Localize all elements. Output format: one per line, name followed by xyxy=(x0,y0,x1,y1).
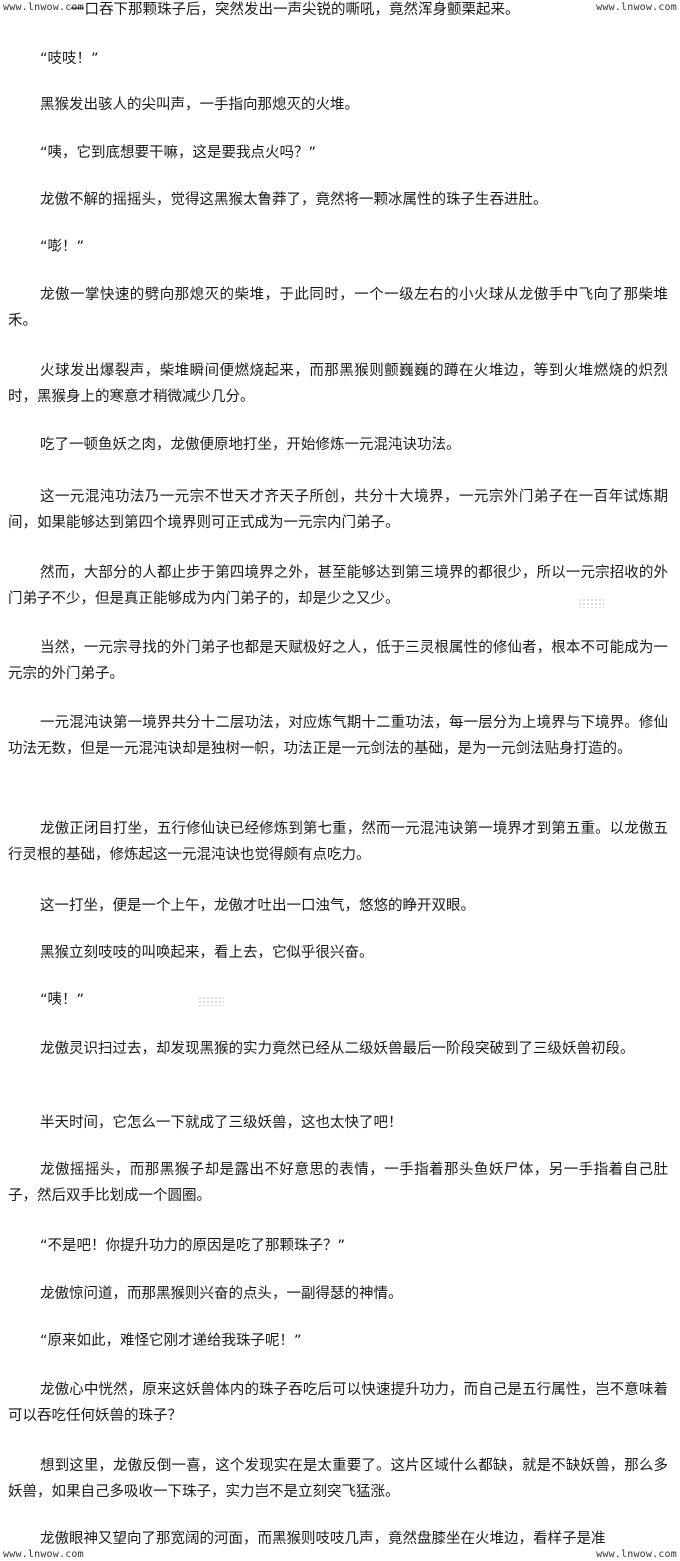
paragraph: 然而，大部分的人都止步于第四境界之外，甚至能够达到第三境界的都很少，所以一元宗招… xyxy=(8,565,668,607)
watermark-top-left: www.lnwow.com xyxy=(3,2,84,13)
paragraph: 龙傲心中恍然，原来这妖兽体内的珠子吞吃后可以快速提升功力，而自己是五行属性，岂不… xyxy=(8,1382,668,1424)
scan-speckle xyxy=(198,996,224,1006)
paragraph: “不是吧！你提升功力的原因是吃了那颗珠子？” xyxy=(40,1238,346,1254)
scan-speckle xyxy=(284,945,310,955)
paragraph: 龙傲一掌快速的劈向那熄灭的柴堆，于此同时，一个一级左右的小火球从龙傲手中飞向了那… xyxy=(8,287,668,329)
paragraph: 一元混沌诀第一境界共分十二层功法，对应炼气期十二重功法，每一层分为上境界与下境界… xyxy=(8,715,668,757)
paragraph: 当然，一元宗寻找的外门弟子也都是天赋极好之人，低于三灵根属性的修仙者，根本不可能… xyxy=(8,640,668,682)
paragraph: 这一打坐，便是一个上午，龙傲才吐出一口浊气，悠悠的睁开双眼。 xyxy=(40,898,475,914)
paragraph: 龙傲摇摇头，而那黑猴子却是露出不好意思的表情，一手指着那头鱼妖尸体，另一手指着自… xyxy=(8,1162,668,1204)
paragraph: 一口吞下那颗珠子后，突然发出一声尖锐的嘶吼，竟然浑身颤栗起来。 xyxy=(70,2,520,18)
paragraph: 吃了一顿鱼妖之肉，龙傲便原地打坐，开始修炼一元混沌诀功法。 xyxy=(40,437,461,453)
paragraph: 半天时间，它怎么一下就成了三级妖兽，这也太快了吧！ xyxy=(40,1115,403,1131)
paragraph: 龙傲不解的摇摇头，觉得这黑猴太鲁莽了，竟然将一颗冰属性的珠子生吞进肚。 xyxy=(40,192,548,208)
scan-speckle xyxy=(578,598,604,608)
paragraph: “原来如此，难怪它刚才递给我珠子呢！” xyxy=(40,1333,302,1349)
watermark-top-right: www.lnwow.com xyxy=(596,2,677,13)
paragraph: 黑猴立刻吱吱的叫唤起来，看上去，它似乎很兴奋。 xyxy=(40,945,374,961)
paragraph: “嘭！” xyxy=(40,239,85,255)
paragraph: “吱吱！” xyxy=(40,51,99,67)
watermark-bottom-right: www.lnwow.com xyxy=(596,1549,677,1560)
paragraph: “咦，它到底想要干嘛，这是要我点火吗？” xyxy=(40,145,317,161)
watermark-bottom-left: www.lnwow.com xyxy=(3,1549,84,1560)
paragraph: 龙傲正闭目打坐，五行修仙诀已经修炼到第七重，然而一元混沌诀第一境界才到第五重。以… xyxy=(8,821,668,863)
paragraph: 黑猴发出骇人的尖叫声，一手指向那熄灭的火堆。 xyxy=(40,97,359,113)
paragraph: 龙傲惊问道，而那黑猴则兴奋的点头，一副得瑟的神情。 xyxy=(40,1286,403,1302)
paragraph: 龙傲眼神又望向了那宽阔的河面，而黑猴则吱吱几声，竟然盘膝坐在火堆边，看样子是准 xyxy=(40,1531,606,1547)
paragraph: 这一元混沌功法乃一元宗不世天才齐天子所创，共分十大境界，一元宗外门弟子在一百年试… xyxy=(8,489,668,531)
paragraph: “咦！” xyxy=(40,992,85,1008)
paragraph: 龙傲灵识扫过去，却发现黑猴的实力竟然已经从二级妖兽最后一阶段突破到了三级妖兽初段… xyxy=(40,1041,635,1057)
paragraph: 想到这里，龙傲反倒一喜，这个发现实在是太重要了。这片区域什么都缺，就是不缺妖兽，… xyxy=(8,1458,668,1500)
paragraph: 火球发出爆裂声，柴堆瞬间便燃烧起来，而那黑猴则颤巍巍的蹲在火堆边，等到火堆燃烧的… xyxy=(8,363,668,405)
